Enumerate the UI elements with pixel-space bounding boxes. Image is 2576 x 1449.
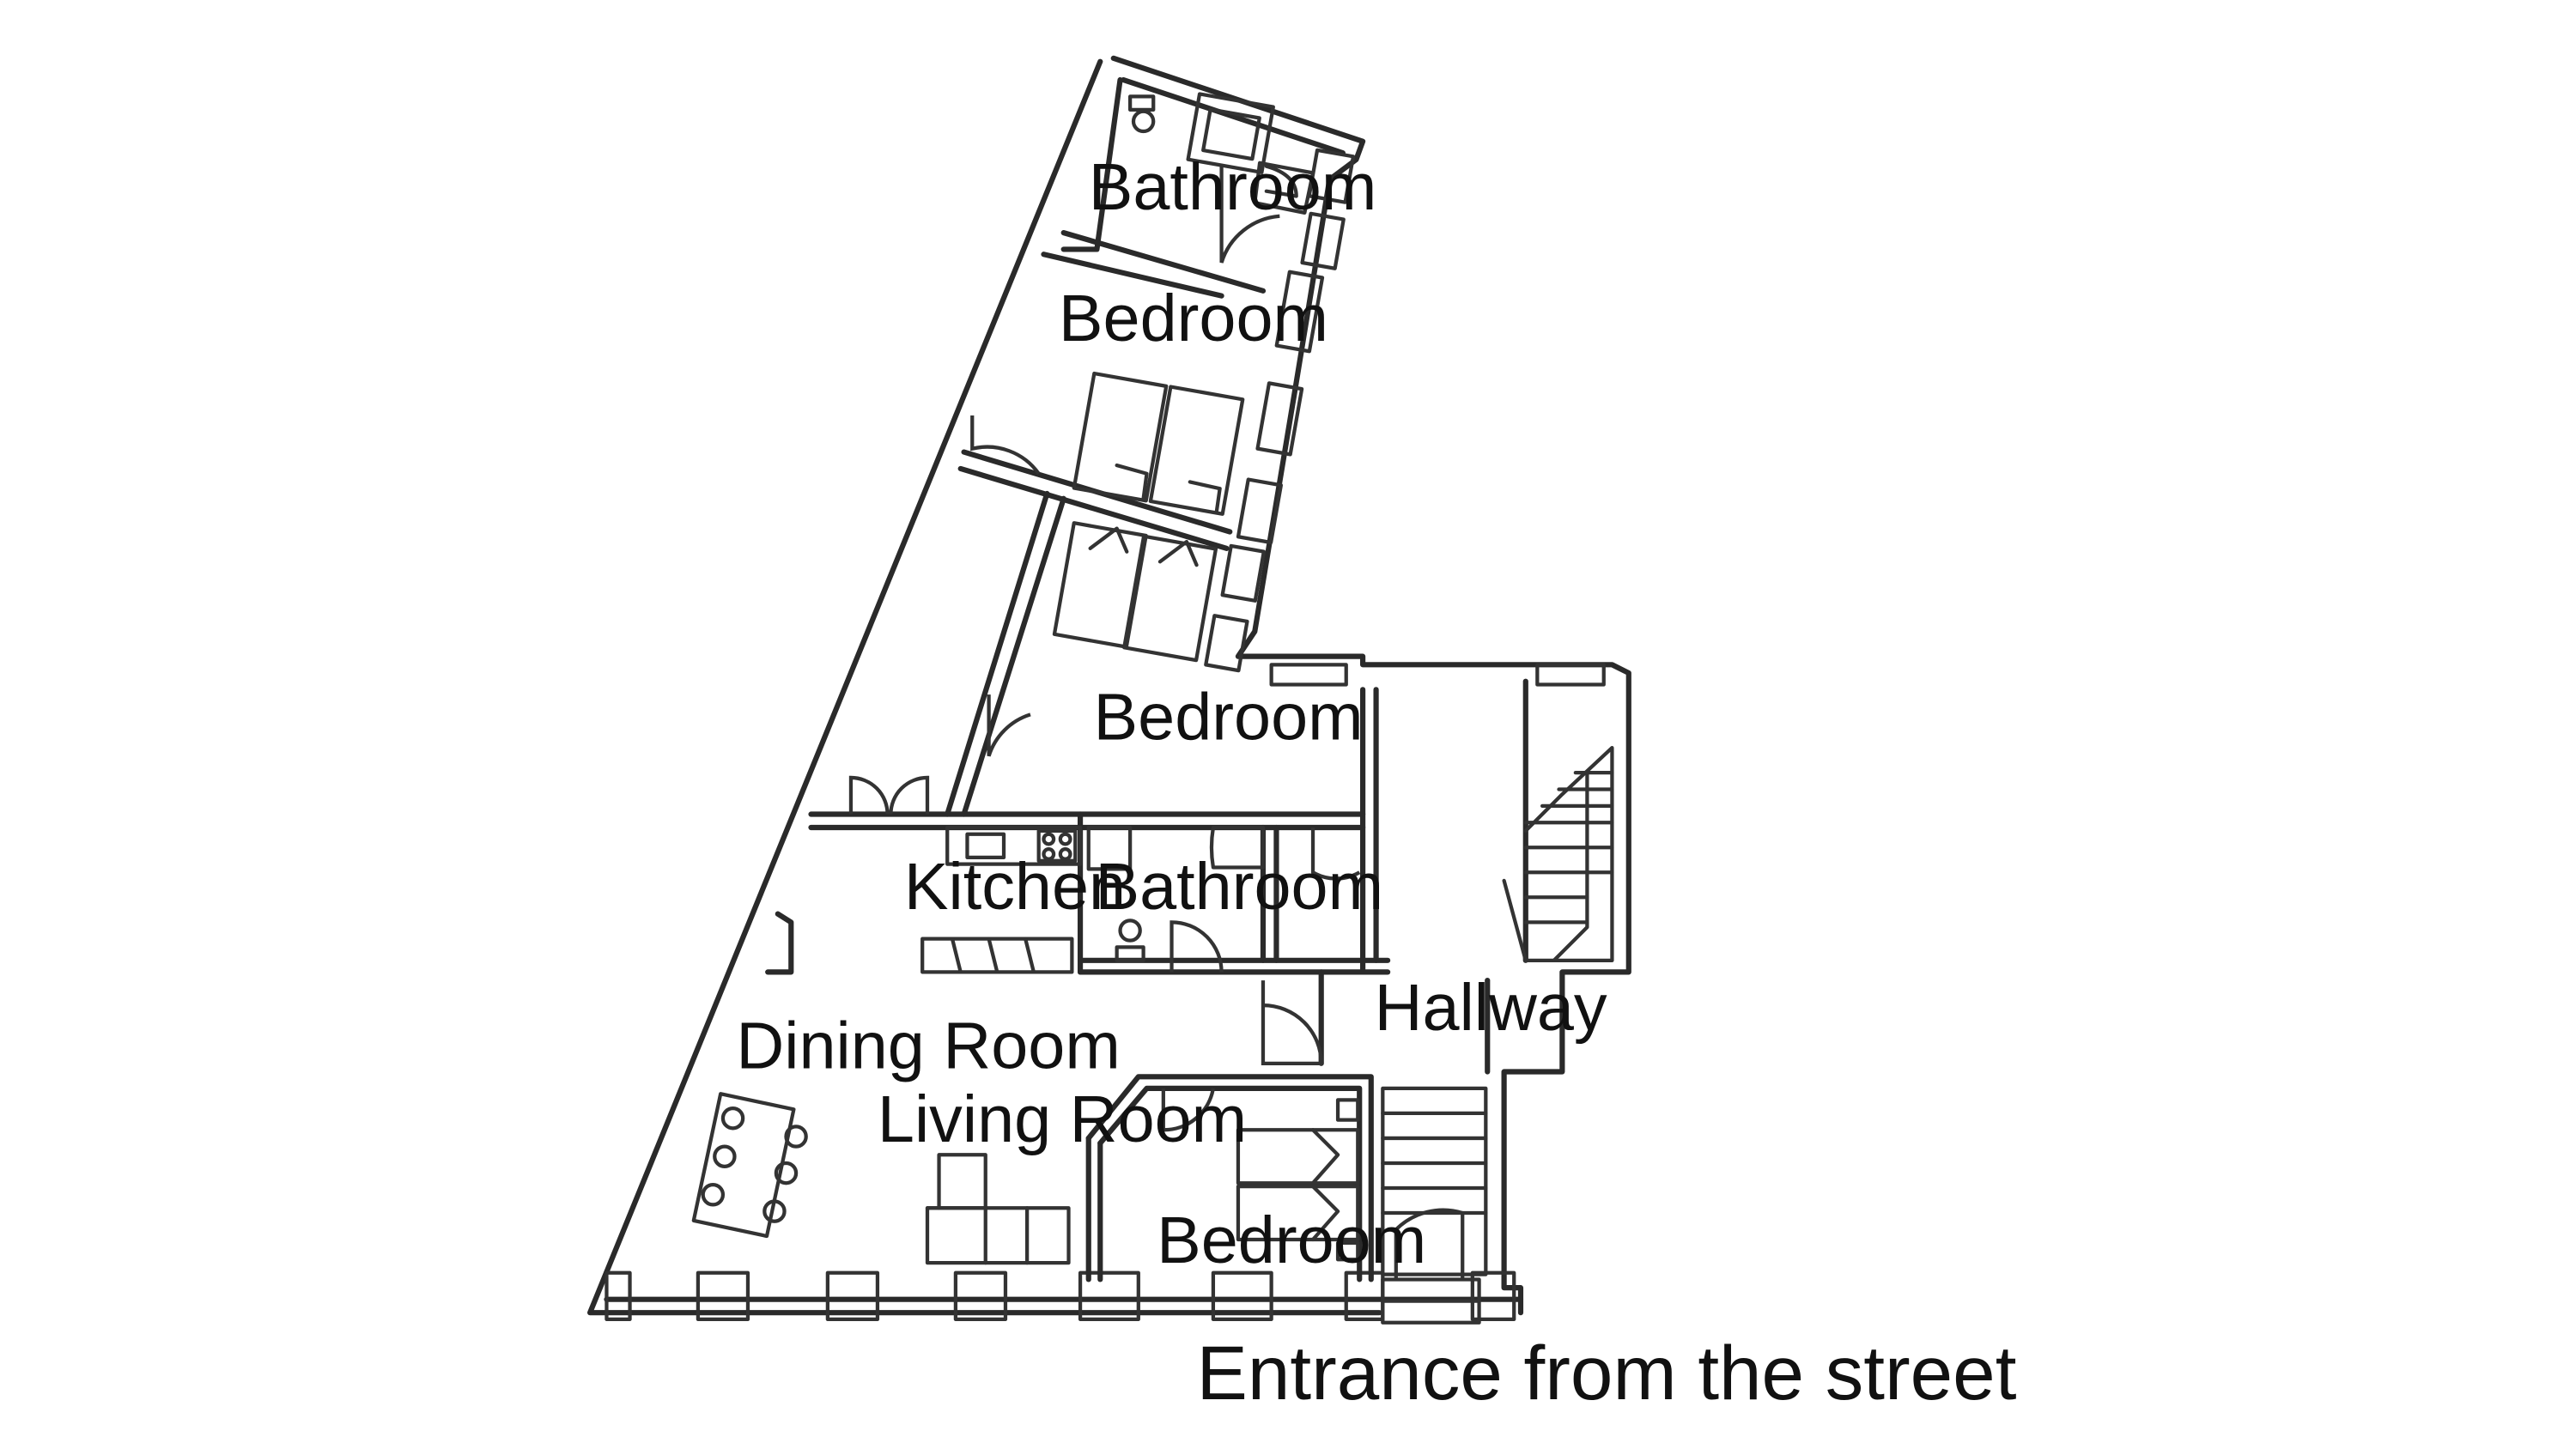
bed-middle-right xyxy=(1122,534,1218,663)
label-bedroom-middle: Bedroom xyxy=(1094,680,1364,754)
windows xyxy=(605,148,1606,1322)
label-living-room: Living Room xyxy=(878,1082,1247,1156)
label-hallway: Hallway xyxy=(1375,971,1607,1045)
interior-walls xyxy=(808,230,1528,1282)
bed-upper-right xyxy=(1148,385,1245,516)
outer-walls xyxy=(587,55,1631,1316)
staircase-entrance xyxy=(1381,1086,1488,1325)
label-kitchen: Kitchen xyxy=(904,850,1126,924)
bed-lower-bottom xyxy=(1236,1184,1360,1242)
caption-entrance: Entrance from the street xyxy=(1197,1330,2017,1416)
bed-middle-left xyxy=(1052,521,1148,649)
label-bathroom-lower: Bathroom xyxy=(1095,850,1383,924)
label-bathroom-upper: Bathroom xyxy=(1089,150,1377,224)
lower-bathroom-fixtures xyxy=(1086,825,1266,962)
kitchen-fixtures xyxy=(920,825,1083,974)
sofa xyxy=(925,1153,1071,1265)
dining-table xyxy=(691,1092,808,1239)
label-bedroom-lower: Bedroom xyxy=(1157,1203,1426,1277)
staircase-upper xyxy=(1502,745,1614,962)
label-dining-room: Dining Room xyxy=(736,1009,1120,1083)
bed-lower-top xyxy=(1236,1128,1360,1185)
upper-bathroom-fixtures xyxy=(1128,92,1315,215)
beds xyxy=(1052,371,1360,1262)
room-labels: Bathroom Bedroom Bedroom Kitchen Bathroo… xyxy=(736,150,1607,1277)
label-bedroom-upper: Bedroom xyxy=(1059,282,1328,355)
bed-upper-left xyxy=(1072,371,1169,503)
